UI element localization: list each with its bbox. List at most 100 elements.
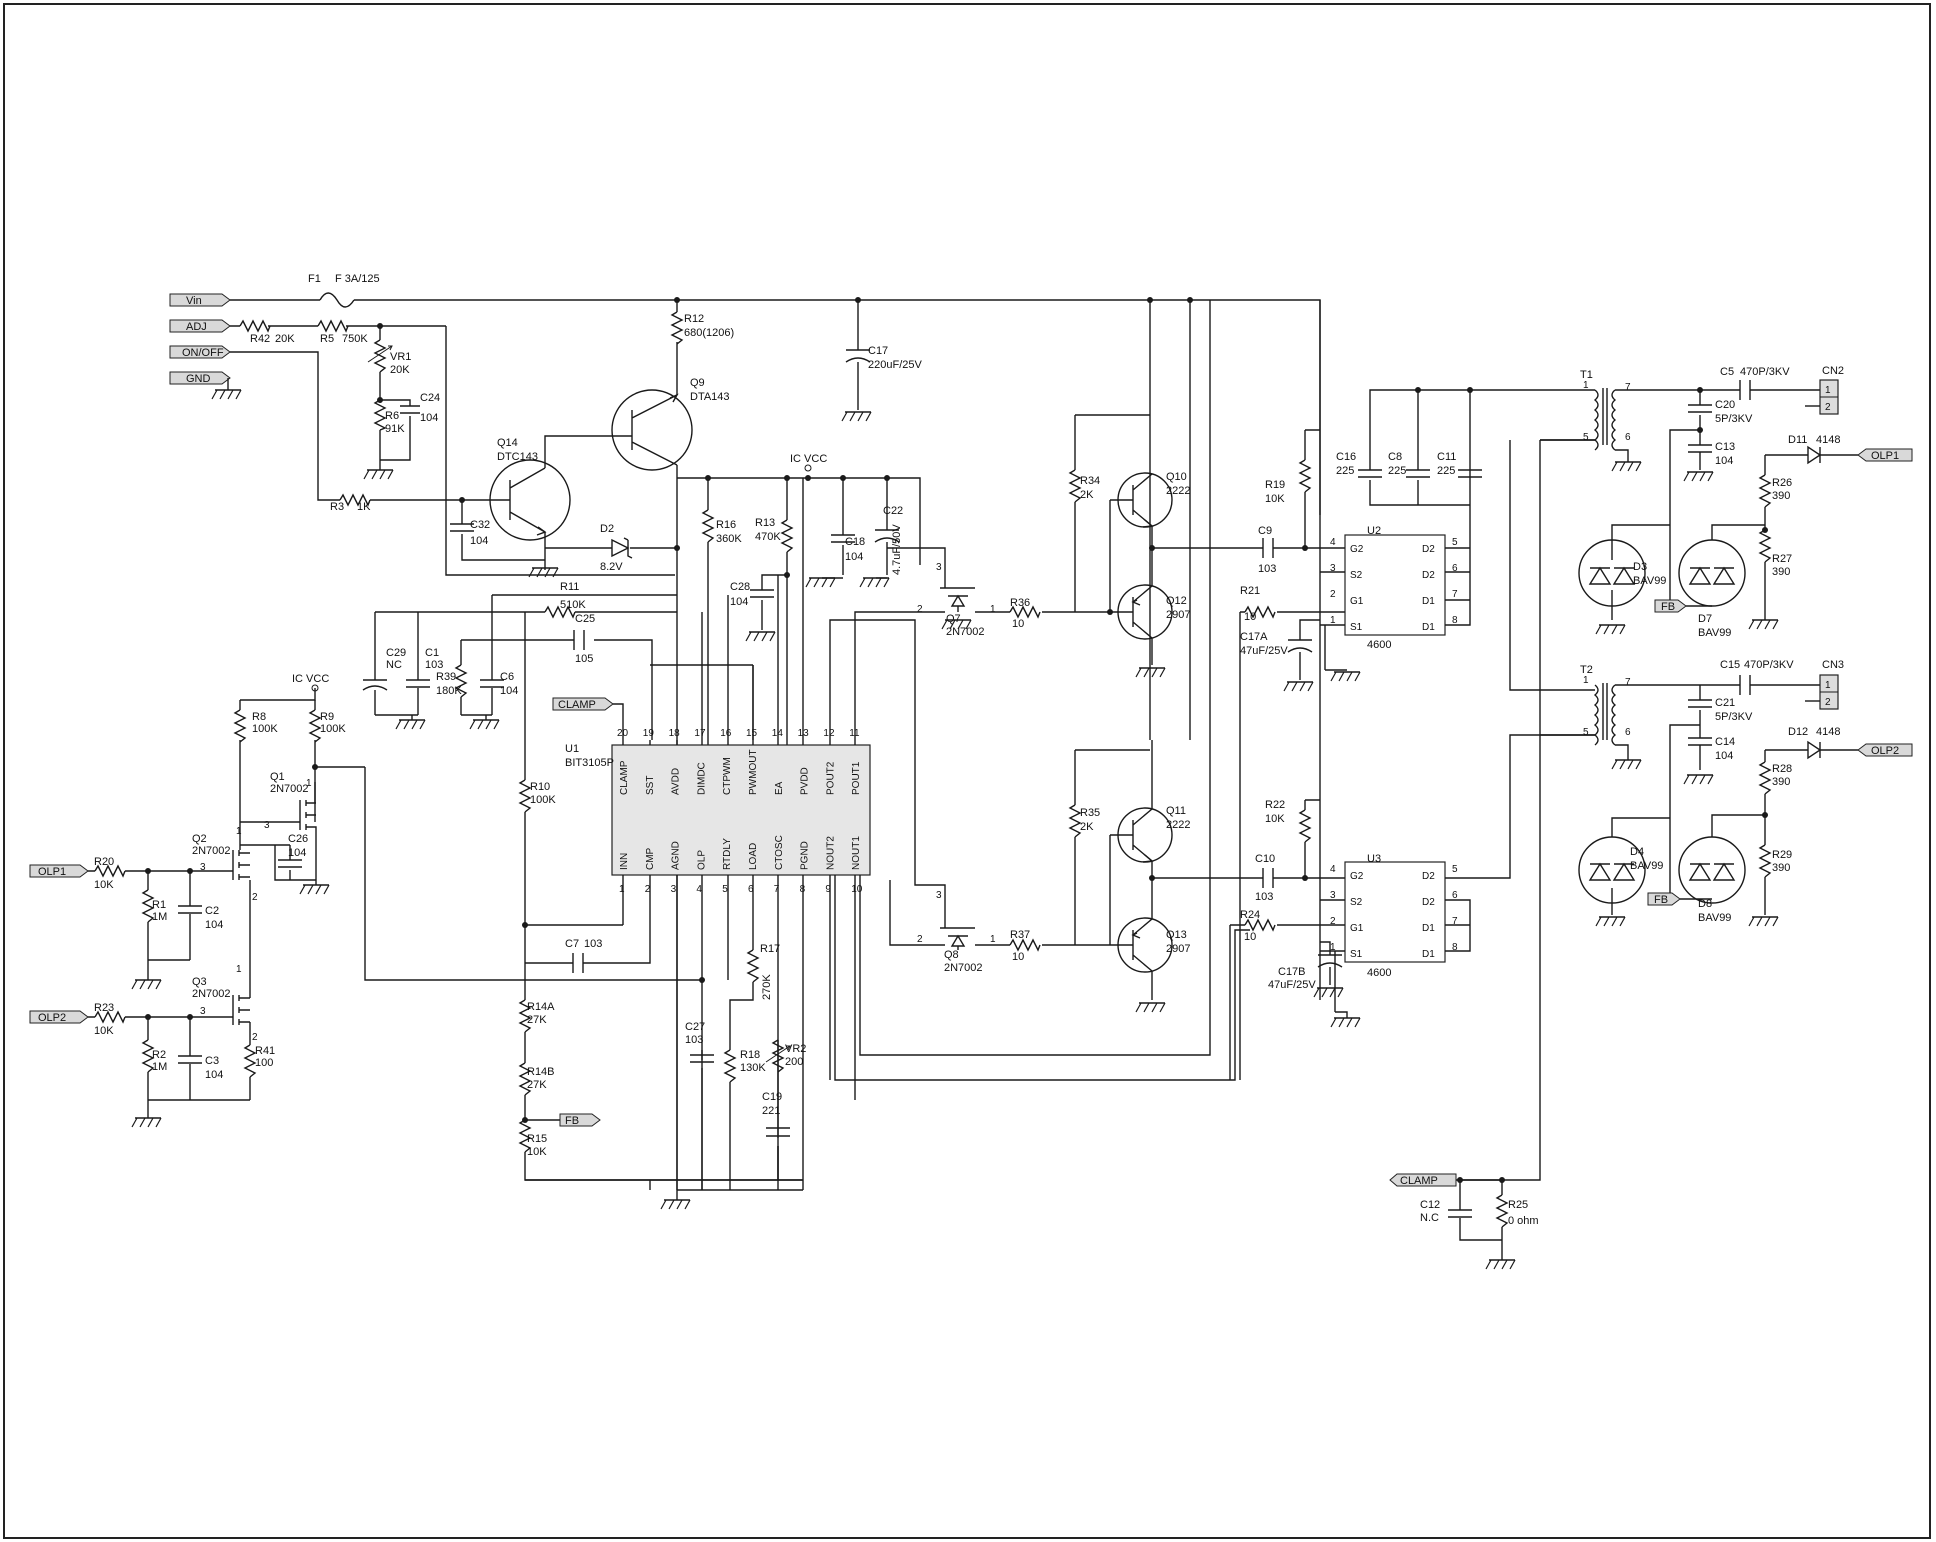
svg-text:Q8: Q8 xyxy=(944,949,959,961)
svg-text:BIT3105P: BIT3105P xyxy=(565,757,614,769)
diode-d4 xyxy=(1578,817,1670,915)
u1-pin-label: POUT2 xyxy=(825,761,836,795)
svg-text:2N7002: 2N7002 xyxy=(946,626,985,638)
svg-text:103: 103 xyxy=(1258,563,1276,575)
svg-text:C27: C27 xyxy=(685,1021,705,1033)
u3-pin-number: 4 xyxy=(1330,864,1336,875)
capacitor-c16 xyxy=(1358,469,1382,478)
capacitor-c13 xyxy=(1688,444,1712,453)
resistor-r21 xyxy=(1244,605,1276,619)
svg-text:2: 2 xyxy=(252,892,258,903)
svg-text:10K: 10K xyxy=(94,1025,114,1037)
svg-text:OLP1: OLP1 xyxy=(1871,450,1899,462)
resistor-r27 xyxy=(1758,529,1772,563)
svg-text:390: 390 xyxy=(1772,776,1790,788)
resistor-r13 xyxy=(780,519,794,553)
u2-pin-label: D2 xyxy=(1422,544,1435,555)
ic-u1: U1 BIT3105P 20CLAMP19SST18AVDD17DIMDC16C… xyxy=(565,728,871,895)
u1-pin-number: 3 xyxy=(671,884,677,895)
svg-text:C29: C29 xyxy=(386,647,406,659)
svg-text:D8: D8 xyxy=(1698,898,1712,910)
svg-text:R35: R35 xyxy=(1080,807,1100,819)
svg-text:225: 225 xyxy=(1437,465,1455,477)
svg-text:R36: R36 xyxy=(1010,597,1030,609)
svg-text:5: 5 xyxy=(1583,727,1589,738)
svg-text:CN3: CN3 xyxy=(1822,659,1844,671)
svg-text:103: 103 xyxy=(425,659,443,671)
svg-text:C11: C11 xyxy=(1437,451,1456,463)
svg-text:NC: NC xyxy=(386,659,402,671)
svg-text:470P/3KV: 470P/3KV xyxy=(1744,659,1794,671)
svg-text:R17: R17 xyxy=(760,943,780,955)
capacitor-c29 xyxy=(362,679,388,691)
capacitor-c22 xyxy=(874,529,900,543)
u1-pin-number: 12 xyxy=(823,728,835,739)
resistor-r20 xyxy=(94,864,126,878)
svg-text:FB: FB xyxy=(565,1115,579,1127)
u1-pin-number: 10 xyxy=(851,884,863,895)
u3-pin-number: 2 xyxy=(1330,916,1336,927)
svg-text:1: 1 xyxy=(306,778,312,789)
svg-text:R42: R42 xyxy=(250,333,270,345)
svg-text:R15: R15 xyxy=(527,1133,547,1145)
resistor-r9 xyxy=(308,709,322,743)
diode-d8 xyxy=(1678,814,1765,904)
u3-pin-number: 3 xyxy=(1330,890,1336,901)
u1-pin-number: 18 xyxy=(669,728,681,739)
mosfet-q7 xyxy=(940,587,975,612)
svg-text:221: 221 xyxy=(762,1105,780,1117)
resistor-r3 xyxy=(339,493,371,507)
svg-text:C19: C19 xyxy=(762,1091,782,1103)
zener-d2 xyxy=(611,537,633,559)
capacitor-c24 xyxy=(400,405,420,414)
transformer-t1 xyxy=(1593,388,1617,451)
svg-text:100K: 100K xyxy=(530,794,556,806)
svg-text:C7: C7 xyxy=(565,938,579,950)
svg-text:BAV99: BAV99 xyxy=(1698,912,1731,924)
svg-text:225: 225 xyxy=(1336,465,1354,477)
capacitor-c5 xyxy=(1739,380,1820,400)
svg-text:7: 7 xyxy=(1625,677,1631,688)
svg-text:C6: C6 xyxy=(500,671,514,683)
capacitor-c25 xyxy=(573,630,585,650)
svg-text:R9: R9 xyxy=(320,711,334,723)
svg-text:2: 2 xyxy=(917,934,923,945)
svg-text:225: 225 xyxy=(1388,465,1406,477)
resistor-r22 xyxy=(1298,809,1312,843)
u3-pin-label: S1 xyxy=(1350,949,1363,960)
svg-text:C2: C2 xyxy=(205,905,219,917)
svg-text:R34: R34 xyxy=(1080,475,1100,487)
svg-text:R27: R27 xyxy=(1772,553,1792,565)
svg-text:1M: 1M xyxy=(152,911,167,923)
svg-text:R14B: R14B xyxy=(527,1066,555,1078)
svg-text:3: 3 xyxy=(936,890,942,901)
svg-text:104: 104 xyxy=(500,685,518,697)
u1-pin-label: OLP xyxy=(696,850,707,870)
u1-pin-label: CMP xyxy=(645,847,656,870)
port-clamp-bottom: CLAMP xyxy=(1389,1173,1457,1187)
resistor-r37 xyxy=(1009,938,1041,952)
potentiometer-vr1 xyxy=(373,339,387,373)
resistor-r19 xyxy=(1298,459,1312,493)
svg-text:BAV99: BAV99 xyxy=(1630,860,1663,872)
capacitor-c8 xyxy=(1406,469,1430,478)
resistor-r1 xyxy=(141,889,155,923)
capacitor-c26 xyxy=(278,859,302,868)
svg-text:Q3: Q3 xyxy=(192,976,207,988)
svg-text:Q11: Q11 xyxy=(1166,805,1186,817)
u2-pin-label: S2 xyxy=(1350,570,1363,581)
port-olp1-in: OLP1 xyxy=(29,864,89,878)
svg-text:Q10: Q10 xyxy=(1166,471,1187,483)
svg-text:R12: R12 xyxy=(684,313,704,325)
svg-text:R20: R20 xyxy=(94,856,114,868)
svg-text:R6: R6 xyxy=(385,410,399,422)
capacitor-c15 xyxy=(1739,675,1820,695)
resistor-r41 xyxy=(243,1044,257,1078)
svg-text:D3: D3 xyxy=(1633,561,1647,573)
u3-pin-label: G1 xyxy=(1350,923,1364,934)
resistor-r15 xyxy=(518,1119,532,1153)
resistor-r25 xyxy=(1495,1194,1509,1228)
svg-text:4600: 4600 xyxy=(1367,967,1391,979)
svg-text:R29: R29 xyxy=(1772,849,1792,861)
svg-text:C24: C24 xyxy=(420,392,440,404)
